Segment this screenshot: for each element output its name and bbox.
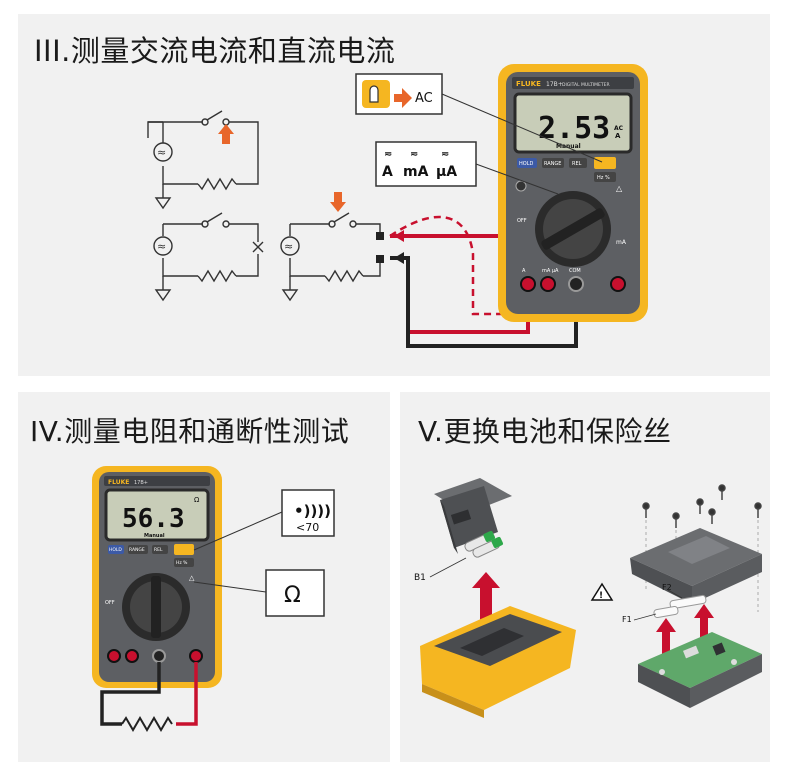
terminal-bottom bbox=[376, 255, 384, 263]
brand-label: FLUKE bbox=[108, 479, 129, 486]
range-ua: μA bbox=[436, 164, 457, 180]
rel-button[interactable]: REL bbox=[154, 547, 163, 553]
callout-current-ranges bbox=[375, 141, 477, 187]
hz-button[interactable]: Hz % bbox=[597, 175, 610, 181]
black-probe-lead bbox=[100, 662, 161, 726]
circuit-switch-open bbox=[147, 110, 259, 210]
rotary-dial[interactable] bbox=[540, 207, 606, 251]
lcd-reading: 56.3 bbox=[122, 504, 185, 534]
continuity-threshold: <70 bbox=[296, 521, 319, 534]
circuit-with-meter bbox=[280, 212, 381, 302]
arrow-up-icon-left bbox=[656, 618, 676, 680]
ac-dc-diagram: ≈ ≈ bbox=[147, 64, 648, 348]
jack-com[interactable] bbox=[152, 649, 166, 663]
terminal-top bbox=[376, 232, 384, 240]
panel-title: IV.测量电阻和通断性测试 bbox=[30, 415, 350, 448]
callout-ac-text: AC bbox=[415, 91, 433, 106]
jack-a[interactable] bbox=[520, 276, 536, 292]
hold-button[interactable]: HOLD bbox=[519, 161, 533, 167]
svg-text:≂: ≂ bbox=[384, 149, 392, 160]
jack-com[interactable] bbox=[568, 276, 584, 292]
svg-text:OFF: OFF bbox=[517, 218, 527, 224]
arrow-up-icon bbox=[472, 572, 500, 652]
brand-label: FLUKE bbox=[516, 80, 541, 88]
ac-source-icon: ≈ bbox=[157, 146, 166, 159]
fuse-label-f2: F2 bbox=[662, 583, 672, 592]
lcd-ohm: Ω bbox=[194, 496, 200, 504]
svg-text:≂: ≂ bbox=[410, 149, 418, 160]
jack-v[interactable] bbox=[189, 649, 203, 663]
panel-resistance: IV.测量电阻和通断性测试 FLUKE 17B+ 56.3 Ω Manual H… bbox=[18, 392, 390, 762]
ac-source-icon-2: ≈ bbox=[157, 240, 166, 253]
warning-icon bbox=[590, 582, 614, 601]
red-probe-lead bbox=[176, 662, 198, 726]
svg-text:OFF: OFF bbox=[105, 600, 115, 606]
beeper-icon: •)))) bbox=[294, 502, 331, 520]
hz-button[interactable]: Hz % bbox=[176, 560, 188, 566]
jack-ma[interactable] bbox=[540, 276, 556, 292]
panel-title: III.测量交流电流和直流电流 bbox=[34, 34, 396, 68]
resistor bbox=[121, 716, 173, 732]
rotary-dial[interactable] bbox=[151, 576, 161, 638]
range-button[interactable]: RANGE bbox=[544, 161, 561, 167]
panel-battery-fuse: V.更换电池和保险丝 B1 bbox=[400, 392, 770, 762]
meter-holster bbox=[420, 606, 576, 718]
warning-icon: △ bbox=[189, 574, 195, 582]
yellow-ac-button[interactable] bbox=[594, 157, 616, 169]
range-button[interactable]: RANGE bbox=[129, 547, 145, 553]
circuit-board bbox=[638, 632, 762, 708]
ohm-symbol: Ω bbox=[284, 583, 301, 608]
yellow-button[interactable] bbox=[174, 544, 194, 555]
svg-text:≂: ≂ bbox=[441, 149, 449, 160]
multimeter: FLUKE 17B+ DIGITAL MULTIMETER 2.53 AC A … bbox=[498, 64, 648, 322]
callout-continuity bbox=[281, 489, 335, 537]
panel-ac-dc-current: III.测量交流电流和直流电流 ≈ bbox=[18, 14, 770, 376]
range-a: A bbox=[382, 164, 393, 180]
jack-a[interactable] bbox=[107, 649, 121, 663]
lcd-mode: Manual bbox=[556, 143, 581, 150]
model-label: 17B+ bbox=[546, 81, 563, 88]
lcd-unit-a: A bbox=[615, 132, 621, 140]
screws bbox=[642, 484, 762, 528]
jack-a-label: A bbox=[522, 268, 526, 274]
jack-v[interactable] bbox=[610, 276, 626, 292]
arrow-up-icon-right bbox=[694, 604, 714, 664]
fuse-f1 bbox=[653, 605, 679, 619]
arrow-up-icon bbox=[218, 124, 234, 144]
circuit-broken bbox=[153, 212, 264, 302]
resistance-diagram: FLUKE 17B+ 56.3 Ω Manual HOLD RANGE REL … bbox=[92, 466, 335, 732]
hold-button[interactable]: HOLD bbox=[109, 547, 122, 553]
svg-text:!: ! bbox=[599, 591, 603, 601]
lcd-mode: Manual bbox=[144, 533, 165, 539]
fuse-label-f1: F1 bbox=[622, 615, 632, 624]
model-subtitle: DIGITAL MULTIMETER bbox=[562, 82, 610, 88]
range-ma: mA bbox=[403, 164, 429, 180]
batteries-b1 bbox=[464, 530, 503, 558]
rel-button[interactable]: REL bbox=[572, 161, 582, 167]
multimeter: FLUKE 17B+ 56.3 Ω Manual HOLD RANGE REL … bbox=[92, 466, 222, 688]
callout-ohm bbox=[265, 569, 325, 617]
finger-press-icon bbox=[369, 85, 379, 103]
jack-ma[interactable] bbox=[125, 649, 139, 663]
arrow-right-icon bbox=[394, 88, 412, 108]
battery-fuse-diagram: B1 F2 bbox=[414, 478, 762, 718]
jack-com-label: COM bbox=[569, 268, 581, 274]
lcd-unit-ac: AC bbox=[614, 125, 624, 132]
warning-icon: △ bbox=[616, 184, 623, 193]
panel-title: V.更换电池和保险丝 bbox=[418, 415, 672, 448]
fuse-f2 bbox=[669, 594, 707, 610]
jack-ma-label: mA μA bbox=[542, 268, 559, 274]
lcd-reading: 2.53 bbox=[538, 111, 610, 146]
model-label: 17B+ bbox=[134, 480, 148, 486]
arrow-down-icon bbox=[330, 192, 346, 212]
ac-source-icon-3: ≈ bbox=[284, 240, 293, 253]
back-cover bbox=[630, 528, 762, 604]
battery-door bbox=[434, 478, 512, 554]
svg-text:mA: mA bbox=[616, 239, 627, 246]
battery-label: B1 bbox=[414, 573, 426, 583]
red-probe-lead-dashed bbox=[389, 215, 550, 316]
